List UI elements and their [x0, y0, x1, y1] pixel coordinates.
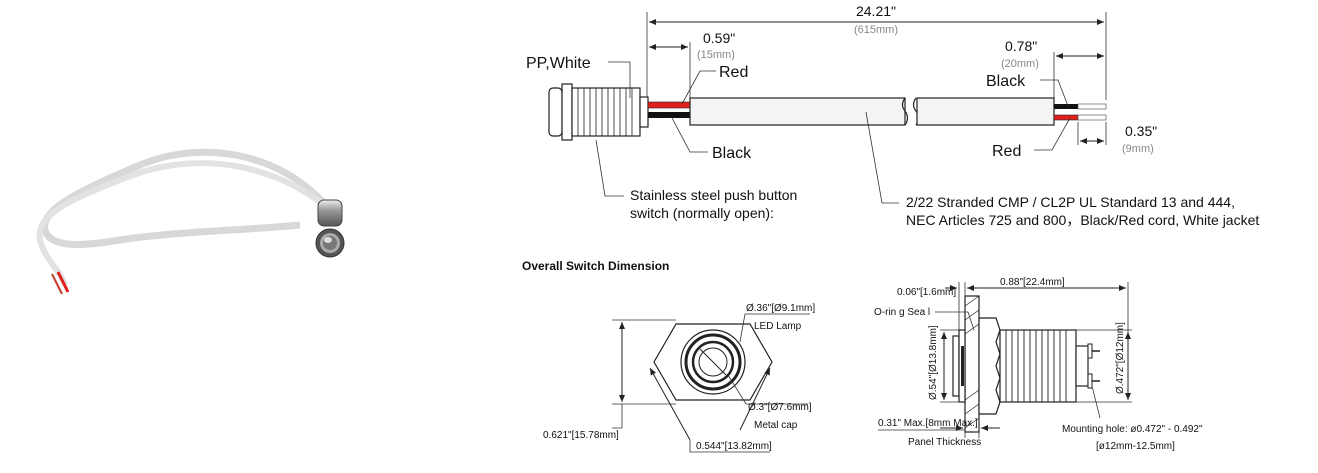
- overall-length-label: 24.21": [856, 3, 896, 19]
- front-view: 0.621"[15.78mm] 0.544"[13.82mm] Ø.36"[Ø9…: [543, 303, 815, 453]
- lamp-dim: Ø.36"[Ø9.1mm]: [746, 303, 815, 314]
- pp-white-label: PP,White: [526, 55, 591, 72]
- cord-desc-line2: NEC Articles 725 and 800，Black/Red cord,…: [906, 212, 1259, 228]
- oring-label: O-rin g Sea l: [874, 307, 930, 318]
- flange-dim: 0.06"[1.6mm]: [897, 287, 956, 298]
- red-right-label: Red: [992, 143, 1021, 160]
- section-title: Overall Switch Dimension: [522, 259, 669, 273]
- cord-desc-line1: 2/22 Stranded CMP / CL2P UL Standard 13 …: [906, 194, 1235, 210]
- panel-thickness-label: Panel Thickness: [908, 437, 981, 448]
- front-width-dim: 0.544"[13.82mm]: [696, 441, 772, 452]
- cap-dim: Ø.3"[Ø7.6mm]: [748, 402, 812, 413]
- thread-lines: [577, 88, 633, 136]
- mount-line2: [ø12mm-12.5mm]: [1096, 441, 1175, 452]
- overall-length-mm-label: (615mm): [854, 24, 898, 36]
- strip-right-mm-label: (20mm): [1001, 58, 1039, 70]
- strip-tip-mm-label: (9mm): [1122, 143, 1154, 155]
- side-view: 0.06"[1.6mm] 0.88"[22.4mm] O-rin g Sea l…: [874, 277, 1203, 452]
- black-left-label: Black: [712, 145, 752, 162]
- strip-left-mm-label: (15mm): [697, 49, 735, 61]
- red-left-label: Red: [719, 64, 748, 81]
- lamp-label: LED Lamp: [754, 321, 802, 332]
- cap-label: Metal cap: [754, 420, 798, 431]
- switch-desc-line2: switch (normally open):: [630, 205, 774, 221]
- strip-right-label: 0.78": [1005, 38, 1037, 54]
- front-height-dim: 0.621"[15.78mm]: [543, 430, 619, 441]
- length-dim: 0.88"[22.4mm]: [1000, 277, 1065, 288]
- switch-desc-line1: Stainless steel push button: [630, 187, 797, 203]
- cable-diagram: 24.21" (615mm) 0.59" (15mm) 0.78" (20mm): [526, 3, 1259, 228]
- strip-tip-label: 0.35": [1125, 123, 1157, 139]
- head-dia-dim: Ø.54"[Ø13.8mm]: [928, 325, 939, 400]
- strip-left-label: 0.59": [703, 30, 735, 46]
- body-dia-dim: Ø.472"[Ø12mm]: [1115, 322, 1126, 394]
- black-right-label: Black: [986, 73, 1026, 90]
- panel-max-dim: 0.31" Max.[8mm Max.]: [878, 418, 978, 429]
- mount-line1: Mounting hole: ø0.472" - 0.492": [1062, 424, 1203, 435]
- product-photo: [36, 148, 345, 295]
